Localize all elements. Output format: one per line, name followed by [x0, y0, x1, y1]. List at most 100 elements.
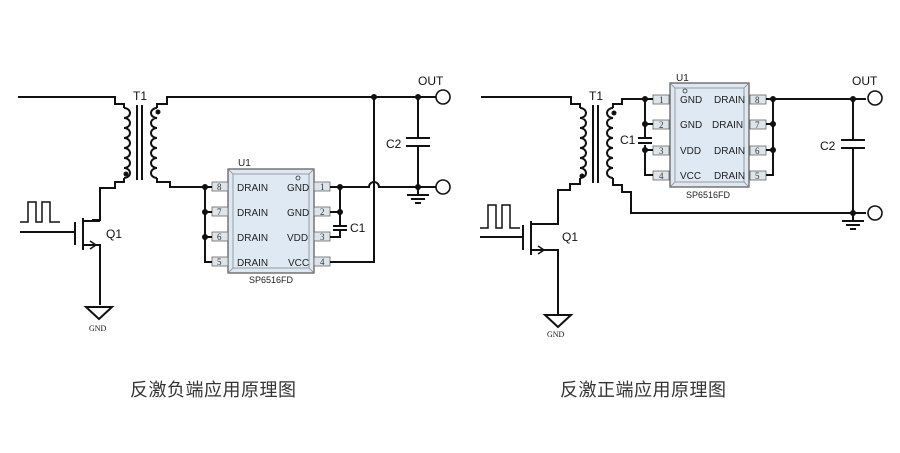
- output-terminal-negative: [435, 179, 451, 195]
- output-terminal-negative: [867, 205, 883, 221]
- svg-text:VCC: VCC: [288, 258, 309, 269]
- svg-text:GND: GND: [680, 120, 702, 131]
- svg-text:DRAIN: DRAIN: [714, 95, 745, 106]
- svg-text:GND: GND: [287, 183, 309, 194]
- ground-icon: [83, 306, 115, 321]
- svg-text:VCC: VCC: [680, 171, 701, 182]
- ground-label: GND: [547, 330, 565, 339]
- pwm-signal-icon: [480, 204, 520, 229]
- chip-pin: 5 DRAIN: [211, 256, 268, 269]
- svg-text:GND: GND: [680, 95, 702, 106]
- svg-text:2: 2: [659, 120, 664, 130]
- polarity-dot: [155, 109, 161, 115]
- c1-label: C1: [620, 133, 636, 147]
- earth-ground-icon: [407, 187, 429, 204]
- chip-pin: 2 GND: [287, 206, 331, 219]
- primary-coil: [579, 107, 587, 179]
- svg-text:VDD: VDD: [287, 233, 308, 244]
- chip-part: SP6516FD: [249, 275, 294, 285]
- secondary-top-wire: [156, 96, 436, 108]
- chip-pin: 7 DRAIN: [712, 119, 767, 131]
- capacitor-c2: C2: [386, 97, 430, 187]
- svg-text:DRAIN: DRAIN: [237, 183, 268, 194]
- c2-label: C2: [820, 139, 836, 153]
- svg-text:7: 7: [755, 120, 760, 130]
- chip-ref: U1: [676, 73, 689, 84]
- ground-icon: [542, 314, 574, 329]
- svg-text:5: 5: [755, 171, 760, 181]
- capacitor-c1: C1: [330, 221, 366, 238]
- chip-pin: 1 GND: [287, 181, 331, 194]
- svg-text:1: 1: [320, 182, 325, 192]
- chip-pin: 6 DRAIN: [211, 231, 268, 244]
- ground-label: GND: [89, 324, 107, 333]
- svg-text:DRAIN: DRAIN: [237, 258, 268, 269]
- secondary-coil: [150, 107, 158, 179]
- svg-text:6: 6: [217, 232, 222, 242]
- c1-label: C1: [350, 221, 366, 235]
- caption-positive: 反激正端应用原理图: [560, 380, 727, 401]
- svg-text:5: 5: [217, 257, 222, 267]
- primary-coil: [123, 107, 131, 179]
- mosfet-label: Q1: [562, 230, 578, 244]
- chip-pin: 7 DRAIN: [211, 206, 268, 219]
- svg-text:7: 7: [217, 207, 222, 217]
- polarity-dot: [579, 173, 585, 179]
- input-wire: [18, 96, 125, 108]
- svg-text:2: 2: [320, 207, 325, 217]
- out-label: OUT: [418, 74, 444, 88]
- polarity-dot: [123, 171, 129, 177]
- svg-text:DRAIN: DRAIN: [714, 146, 745, 157]
- transformer-label: T1: [133, 89, 147, 103]
- drain-bus: [204, 186, 212, 263]
- output-terminal-positive: [435, 89, 451, 105]
- svg-text:8: 8: [217, 182, 222, 192]
- caption-negative: 反激负端应用原理图: [130, 380, 297, 401]
- chip-part: SP6516FD: [686, 190, 731, 200]
- svg-text:4: 4: [659, 171, 664, 181]
- ground-bus: [644, 98, 653, 176]
- mosfet-q1: Q1 GND: [480, 204, 578, 339]
- secondary-coil: [606, 107, 614, 179]
- svg-text:DRAIN: DRAIN: [712, 120, 743, 131]
- svg-text:DRAIN: DRAIN: [237, 233, 268, 244]
- chip-pin: 4 VCC: [288, 256, 331, 269]
- svg-text:1: 1: [659, 95, 664, 105]
- diagram-negative: T1 Q1 GND U1: [18, 74, 451, 333]
- output-terminal-positive: [867, 90, 883, 106]
- primary-to-drain-wire: [92, 178, 125, 221]
- svg-text:DRAIN: DRAIN: [714, 171, 745, 182]
- chip-pin: 8 DRAIN: [211, 181, 268, 194]
- mosfet-q1: Q1 GND: [20, 201, 122, 333]
- capacitor-c2: C2: [820, 99, 865, 213]
- svg-text:DRAIN: DRAIN: [237, 208, 268, 219]
- mosfet-label: Q1: [106, 227, 122, 241]
- chip-pin: 6 DRAIN: [714, 145, 767, 157]
- svg-text:8: 8: [755, 95, 760, 105]
- out-label: OUT: [852, 74, 878, 88]
- chip-pin: 8 DRAIN: [714, 94, 767, 106]
- svg-text:6: 6: [755, 146, 760, 156]
- svg-text:GND: GND: [287, 208, 309, 219]
- earth-ground-icon: [842, 213, 864, 230]
- svg-text:VDD: VDD: [680, 146, 701, 157]
- capacitor-c1: C1: [620, 133, 652, 147]
- chip-ref: U1: [238, 158, 251, 169]
- drain-bus: [766, 98, 774, 176]
- secondary-bottom-wire: [156, 178, 225, 188]
- c2-label: C2: [386, 137, 402, 151]
- input-wire: [481, 96, 581, 108]
- transformer-t1: T1: [123, 89, 161, 180]
- svg-text:3: 3: [659, 146, 664, 156]
- chip-pin: 5 DRAIN: [714, 170, 767, 182]
- svg-text:3: 3: [320, 232, 325, 242]
- svg-text:4: 4: [320, 257, 325, 267]
- transformer-label: T1: [589, 89, 603, 103]
- transformer-t1: T1: [579, 89, 617, 183]
- pwm-signal-icon: [20, 201, 60, 223]
- polarity-dot: [611, 110, 617, 116]
